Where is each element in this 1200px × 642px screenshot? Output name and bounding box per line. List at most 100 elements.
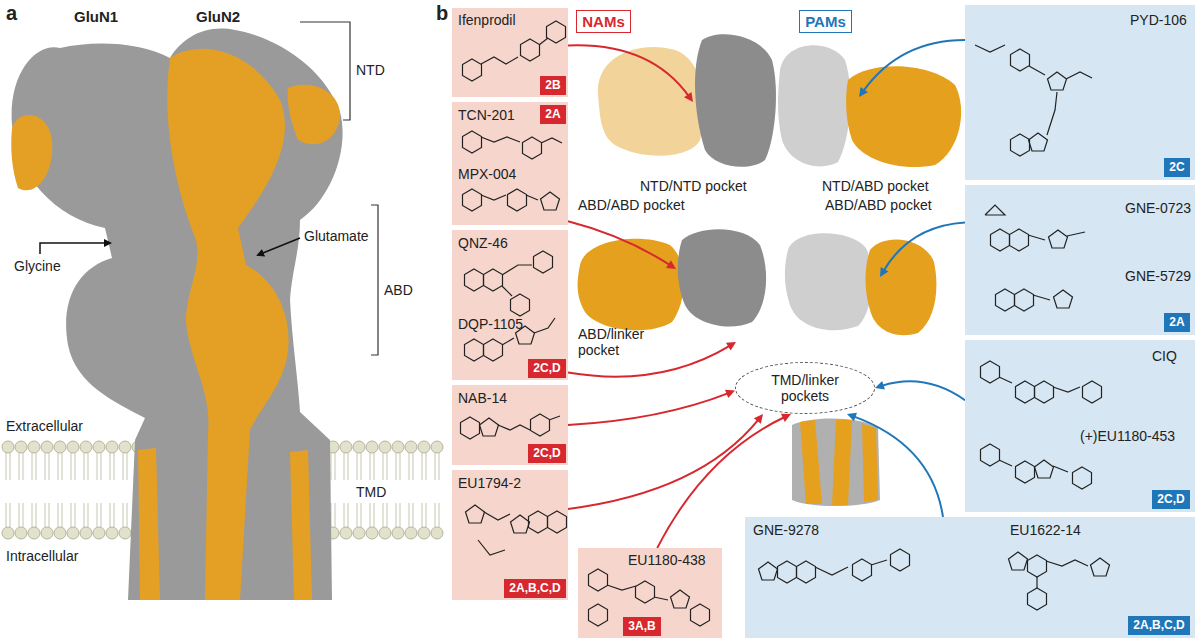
pocket-structures-part bbox=[800, 420, 822, 504]
chemical-structure-part bbox=[1053, 466, 1068, 472]
compound-name: EU1180-438 bbox=[628, 552, 706, 568]
membrane-part bbox=[405, 441, 417, 453]
label: a bbox=[6, 2, 17, 25]
chemical-structure-part bbox=[463, 59, 482, 81]
chemical-structure-part bbox=[484, 339, 503, 361]
membrane-part bbox=[75, 503, 76, 527]
arrowhead bbox=[880, 267, 888, 277]
chemical-structure-part bbox=[461, 417, 480, 439]
membrane-part bbox=[387, 503, 388, 527]
pocket-structures-part bbox=[846, 66, 961, 167]
membrane-part bbox=[331, 503, 332, 527]
receptor-surface-part bbox=[290, 450, 312, 600]
membrane-part bbox=[2, 527, 14, 539]
subtype-badge: 2C,D bbox=[528, 359, 566, 378]
compound-box: QNZ-46DQP-11052C,D bbox=[452, 230, 568, 380]
chemical-structure-part bbox=[481, 137, 520, 142]
chemical-structure-part bbox=[1066, 72, 1092, 79]
membrane-part bbox=[396, 453, 397, 480]
membrane-part bbox=[283, 503, 284, 527]
modulator-arrow bbox=[847, 413, 943, 517]
chemical-structure-part bbox=[1016, 381, 1035, 403]
membrane-part bbox=[253, 503, 254, 527]
membrane-part bbox=[6, 503, 7, 527]
chemical-structure-part bbox=[1011, 49, 1030, 71]
membrane-part bbox=[205, 453, 206, 480]
subtype-text: 2C bbox=[1169, 158, 1184, 177]
chemical-structure-part bbox=[1028, 588, 1047, 610]
chemical-structure-part bbox=[636, 581, 655, 603]
pocket-structures-part bbox=[695, 34, 776, 167]
chemical-structure-part bbox=[778, 561, 797, 583]
receptor-surface-part bbox=[12, 29, 343, 600]
membrane-part bbox=[114, 503, 115, 527]
membrane-part bbox=[357, 503, 358, 527]
membrane-part bbox=[145, 527, 157, 539]
membrane-part bbox=[227, 503, 228, 527]
membrane-part bbox=[257, 503, 258, 527]
class-name: NAMs bbox=[582, 13, 625, 31]
chemical-structure-part bbox=[999, 460, 1012, 466]
chemical-structure-part bbox=[1048, 72, 1067, 90]
membrane-part bbox=[327, 441, 339, 453]
class-name: PAMs bbox=[805, 13, 846, 31]
membrane-part bbox=[266, 503, 267, 527]
chemical-structure-part bbox=[534, 251, 553, 273]
chemical-structure-part bbox=[996, 289, 1015, 311]
membrane-part bbox=[214, 453, 215, 480]
compound-name: CIQ bbox=[1152, 348, 1177, 364]
membrane-part bbox=[244, 503, 245, 527]
membrane-part bbox=[270, 453, 271, 480]
binding-pocket: NTD/NTD pocket bbox=[693, 95, 707, 109]
membrane-part bbox=[335, 503, 336, 527]
chemical-structure-part bbox=[991, 229, 1010, 251]
membrane-part bbox=[58, 453, 59, 480]
arrow-line bbox=[884, 223, 965, 271]
chemical-structure-part bbox=[502, 265, 532, 275]
membrane-part bbox=[400, 453, 401, 480]
arrow-line bbox=[568, 419, 759, 509]
membrane-part bbox=[110, 453, 111, 480]
chemical-structure-part bbox=[511, 515, 530, 533]
pocket-label: ABD/ABD pocket bbox=[825, 197, 932, 213]
membrane-part bbox=[119, 441, 131, 453]
membrane-part bbox=[80, 441, 92, 453]
modulator-arrow bbox=[859, 40, 965, 97]
chemical-structure-part bbox=[1009, 552, 1028, 570]
modulator-arrow bbox=[568, 221, 676, 269]
membrane-part bbox=[67, 527, 79, 539]
membrane-part bbox=[197, 441, 209, 453]
receptor-surface-part bbox=[138, 448, 160, 600]
membrane-part bbox=[19, 453, 20, 480]
membrane-part bbox=[6, 453, 7, 480]
domain-brackets-part bbox=[371, 205, 378, 355]
membrane-part bbox=[257, 453, 258, 480]
membrane-part bbox=[110, 503, 111, 527]
membrane-part bbox=[370, 503, 371, 527]
chemical-structure-part bbox=[1033, 295, 1050, 300]
membrane-part bbox=[140, 503, 141, 527]
membrane-part bbox=[322, 453, 323, 480]
membrane-part bbox=[23, 503, 24, 527]
membrane-part bbox=[244, 453, 245, 480]
membrane-part bbox=[132, 441, 144, 453]
subtype-text: 2A bbox=[545, 105, 560, 124]
membrane-part bbox=[392, 441, 404, 453]
membrane-part bbox=[413, 503, 414, 527]
chemical-structure-part bbox=[985, 205, 1005, 215]
membrane-part bbox=[353, 441, 365, 453]
membrane-part bbox=[10, 453, 11, 480]
chemical-structure-part bbox=[548, 511, 567, 533]
subtype-badge: 2A,B,C,D bbox=[504, 579, 566, 598]
compound-name: (+)EU1180-453 bbox=[1080, 428, 1175, 444]
binding-arrows-part bbox=[258, 238, 300, 255]
membrane-part bbox=[236, 441, 248, 453]
chemical-structure-part bbox=[498, 425, 530, 430]
membrane-part bbox=[383, 503, 384, 527]
membrane-part bbox=[426, 503, 427, 527]
chemical-structure-part bbox=[1010, 229, 1029, 251]
chemical-structure-part bbox=[1036, 577, 1037, 588]
membrane-part bbox=[357, 453, 358, 480]
label: Intracellular bbox=[6, 548, 78, 565]
pocket-structures-part bbox=[678, 229, 766, 326]
